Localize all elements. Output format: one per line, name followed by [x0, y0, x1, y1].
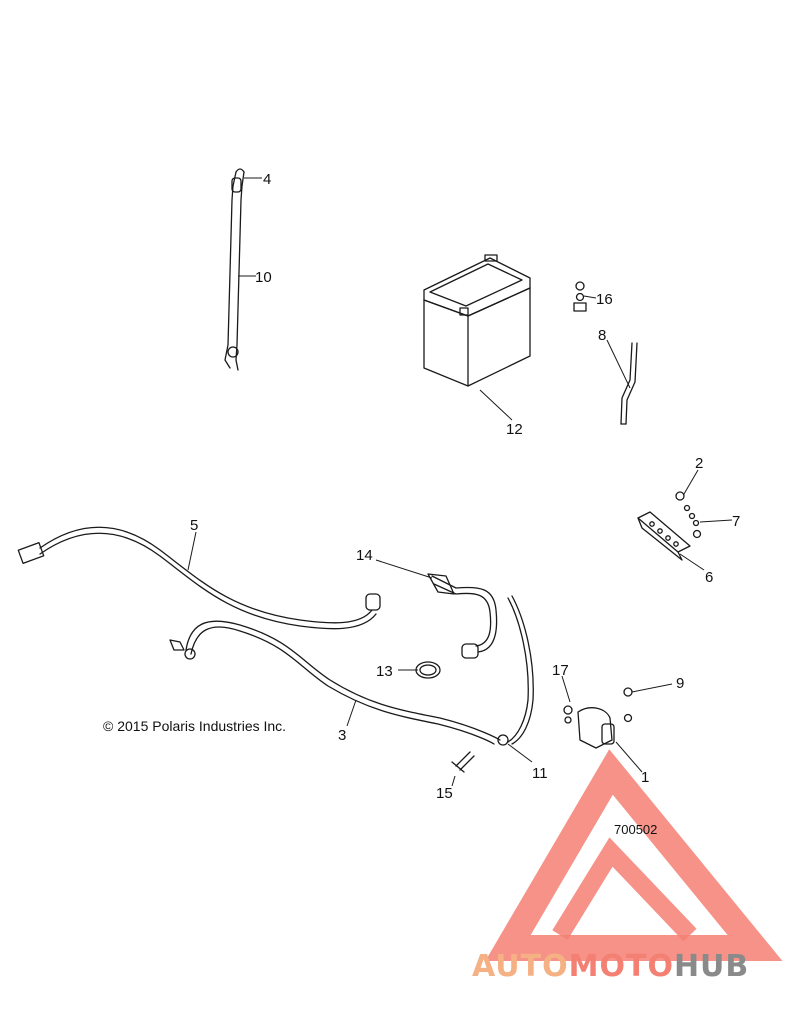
- terminal-hardware-part: [573, 281, 587, 312]
- harness-cable-part: [17, 526, 381, 630]
- callout-7: 7: [732, 513, 740, 530]
- callout-6: 6: [705, 569, 713, 586]
- callout-14: 14: [356, 547, 373, 564]
- watermark-logo: [485, 749, 783, 961]
- callout-3: 3: [338, 727, 346, 744]
- strap-part: [224, 168, 245, 371]
- watermark-part-moto: MOTO: [569, 949, 674, 984]
- clamp-part: [415, 661, 441, 679]
- bracket-part: [620, 342, 638, 425]
- terminal-block-part: [637, 491, 702, 561]
- callout-2: 2: [695, 455, 703, 472]
- fastener-part: [451, 751, 475, 773]
- positive-cable-part: [427, 573, 498, 659]
- callout-9: 9: [676, 675, 684, 692]
- callout-13: 13: [376, 663, 393, 680]
- starter-cable-part: [497, 595, 534, 746]
- callout-17: 17: [552, 662, 569, 679]
- battery-part: [423, 254, 531, 387]
- callout-16: 16: [596, 291, 613, 308]
- callout-11: 11: [532, 765, 548, 782]
- callout-1: 1: [641, 769, 649, 786]
- callout-4: 4: [263, 171, 271, 188]
- reference-number: 700502: [614, 822, 657, 837]
- copyright-text: © 2015 Polaris Industries Inc.: [103, 718, 286, 734]
- callout-12: 12: [506, 421, 523, 438]
- watermark-part-hub: HUB: [674, 949, 749, 984]
- callout-15: 15: [436, 785, 453, 802]
- ground-cable-part: [169, 620, 501, 745]
- callout-5: 5: [190, 517, 198, 534]
- leader-lines: [187, 177, 733, 787]
- watermark-part-auto: AUTO: [472, 949, 569, 984]
- callout-10: 10: [255, 269, 272, 286]
- solenoid-part: [563, 687, 633, 749]
- watermark-text: AUTOMOTOHUB: [472, 949, 749, 984]
- callout-labels: 1 2 3 4 5 6 7 8 9 10 11 12 13 14 15 16 1…: [190, 171, 740, 802]
- callout-8: 8: [598, 327, 606, 344]
